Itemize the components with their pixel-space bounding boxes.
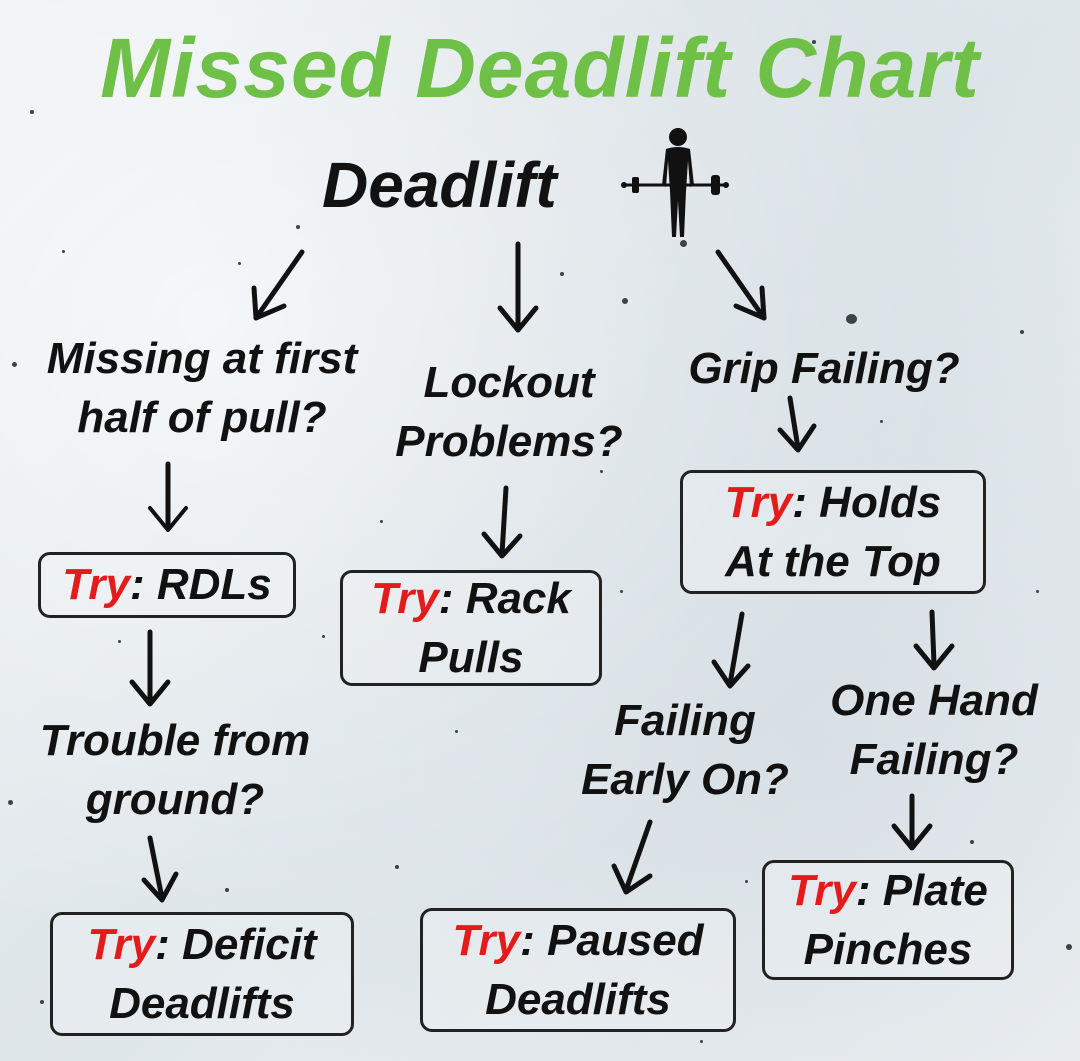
- suggestion-text: Holds: [819, 477, 942, 527]
- try-separator: :: [855, 865, 871, 915]
- try-separator: :: [155, 919, 170, 969]
- suggestion-text: Rack: [465, 573, 571, 623]
- suggestion-text: Pulls: [418, 633, 524, 682]
- suggestion-box-rdls: Try: RDLs: [38, 552, 296, 618]
- question-line: Failing?: [849, 734, 1019, 784]
- suggestion-text: Deficit: [182, 919, 317, 969]
- deadlift-lifter-icon: [621, 128, 729, 237]
- question-lockout-problems: Lockout Problems?: [374, 354, 644, 471]
- question-line: ground?: [85, 774, 265, 824]
- question-one-hand-failing: One Hand Failing?: [806, 672, 1062, 789]
- try-label: Try: [371, 573, 439, 623]
- try-label: Try: [452, 915, 521, 965]
- suggestion-text: Deadlifts: [485, 975, 671, 1024]
- suggestion-box-deficit-deadlifts: Try: Deficit Deadlifts: [50, 912, 354, 1036]
- suggestion-box-rack-pulls: Try: Rack Pulls: [340, 570, 602, 686]
- try-label: Try: [62, 560, 130, 610]
- question-line: Lockout: [423, 358, 595, 407]
- question-grip-failing: Grip Failing?: [664, 340, 984, 399]
- try-label: Try: [87, 919, 156, 969]
- root-node-deadlift: Deadlift: [322, 149, 557, 221]
- question-line: One Hand: [830, 676, 1038, 725]
- suggestion-box-holds-at-top: Try: Holds At the Top: [680, 470, 986, 594]
- try-separator: :: [129, 560, 145, 610]
- question-line: Failing: [614, 696, 756, 745]
- question-trouble-from-ground: Trouble from ground?: [20, 712, 330, 829]
- chart-title: Missed Deadlift Chart: [100, 21, 980, 115]
- question-line: Trouble from: [39, 716, 311, 765]
- try-label: Try: [724, 477, 793, 527]
- suggestion-text: Plate: [882, 865, 988, 915]
- suggestion-text: At the Top: [725, 537, 941, 586]
- try-separator: :: [438, 573, 454, 623]
- question-missing-first-half: Missing at first half of pull?: [22, 330, 382, 447]
- try-separator: :: [792, 477, 807, 527]
- suggestion-text: RDLs: [156, 560, 272, 610]
- suggestion-text: Pinches: [803, 925, 973, 974]
- question-line: Missing at first: [46, 334, 358, 383]
- question-line: half of pull?: [77, 392, 327, 442]
- try-separator: :: [520, 915, 535, 965]
- suggestion-box-plate-pinches: Try: Plate Pinches: [762, 860, 1014, 980]
- suggestion-text: Deadlifts: [109, 979, 295, 1028]
- question-line: Grip Failing?: [688, 344, 960, 393]
- suggestion-box-paused-deadlifts: Try: Paused Deadlifts: [420, 908, 736, 1032]
- question-line: Problems?: [395, 416, 623, 466]
- question-failing-early-on: Failing Early On?: [560, 692, 810, 809]
- question-line: Early On?: [581, 754, 789, 804]
- suggestion-text: Paused: [547, 915, 704, 965]
- try-label: Try: [788, 865, 856, 915]
